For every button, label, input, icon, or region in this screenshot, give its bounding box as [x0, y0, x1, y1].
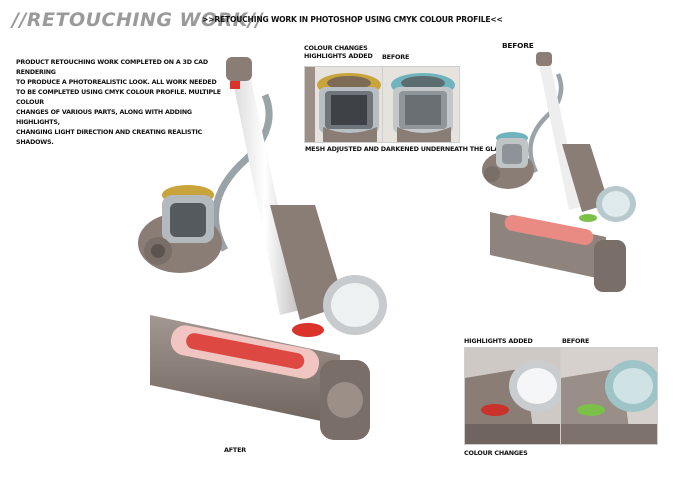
head-detail-after-image	[464, 347, 561, 445]
description-block: PRODUCT RETOUCHING WORK COMPLETED ON A 3…	[16, 58, 221, 148]
colour-changes-label: COLOUR CHANGES HIGHLIGHTS ADDED	[304, 44, 373, 60]
after-main-label: AFTER	[224, 446, 246, 454]
description-line: CHANGES OF VARIOUS PARTS, ALONG WITH ADD…	[16, 109, 192, 126]
description-line: PRODUCT RETOUCHING WORK COMPLETED ON A 3…	[16, 59, 208, 76]
description-line: TO PRODUCE A PHOTOREALISTIC LOOK. ALL WO…	[16, 79, 217, 86]
highlights-added-label-line: HIGHLIGHTS ADDED	[304, 52, 373, 60]
page-subtitle: >>RETOUCHING WORK IN PHOTOSHOP USING CMY…	[202, 15, 503, 24]
cyclone-detail-before-image	[382, 66, 460, 143]
description-line: TO BE COMPLETED USING CMYK COLOUR PROFIL…	[16, 89, 221, 106]
colour-changes-label-line: COLOUR CHANGES	[304, 44, 368, 52]
vacuum-after-image	[138, 57, 387, 440]
mesh-caption: MESH ADJUSTED AND DARKENED UNDERNEATH TH…	[305, 145, 508, 153]
before-main-label: BEFORE	[502, 41, 534, 50]
description-line: CHANGING LIGHT DIRECTION AND CREATING RE…	[16, 129, 203, 146]
page-title: //RETOUCHING WORK//	[12, 9, 263, 31]
cyclone-detail-after-image	[304, 66, 384, 143]
before-top-label: BEFORE	[382, 53, 410, 61]
before-bottom-label: BEFORE	[562, 337, 590, 345]
vacuum-before-image	[482, 52, 636, 292]
head-detail-before-image	[560, 347, 658, 445]
highlights-added-label: HIGHLIGHTS ADDED	[464, 337, 533, 345]
colour-changes-bottom-label: COLOUR CHANGES	[464, 449, 528, 457]
